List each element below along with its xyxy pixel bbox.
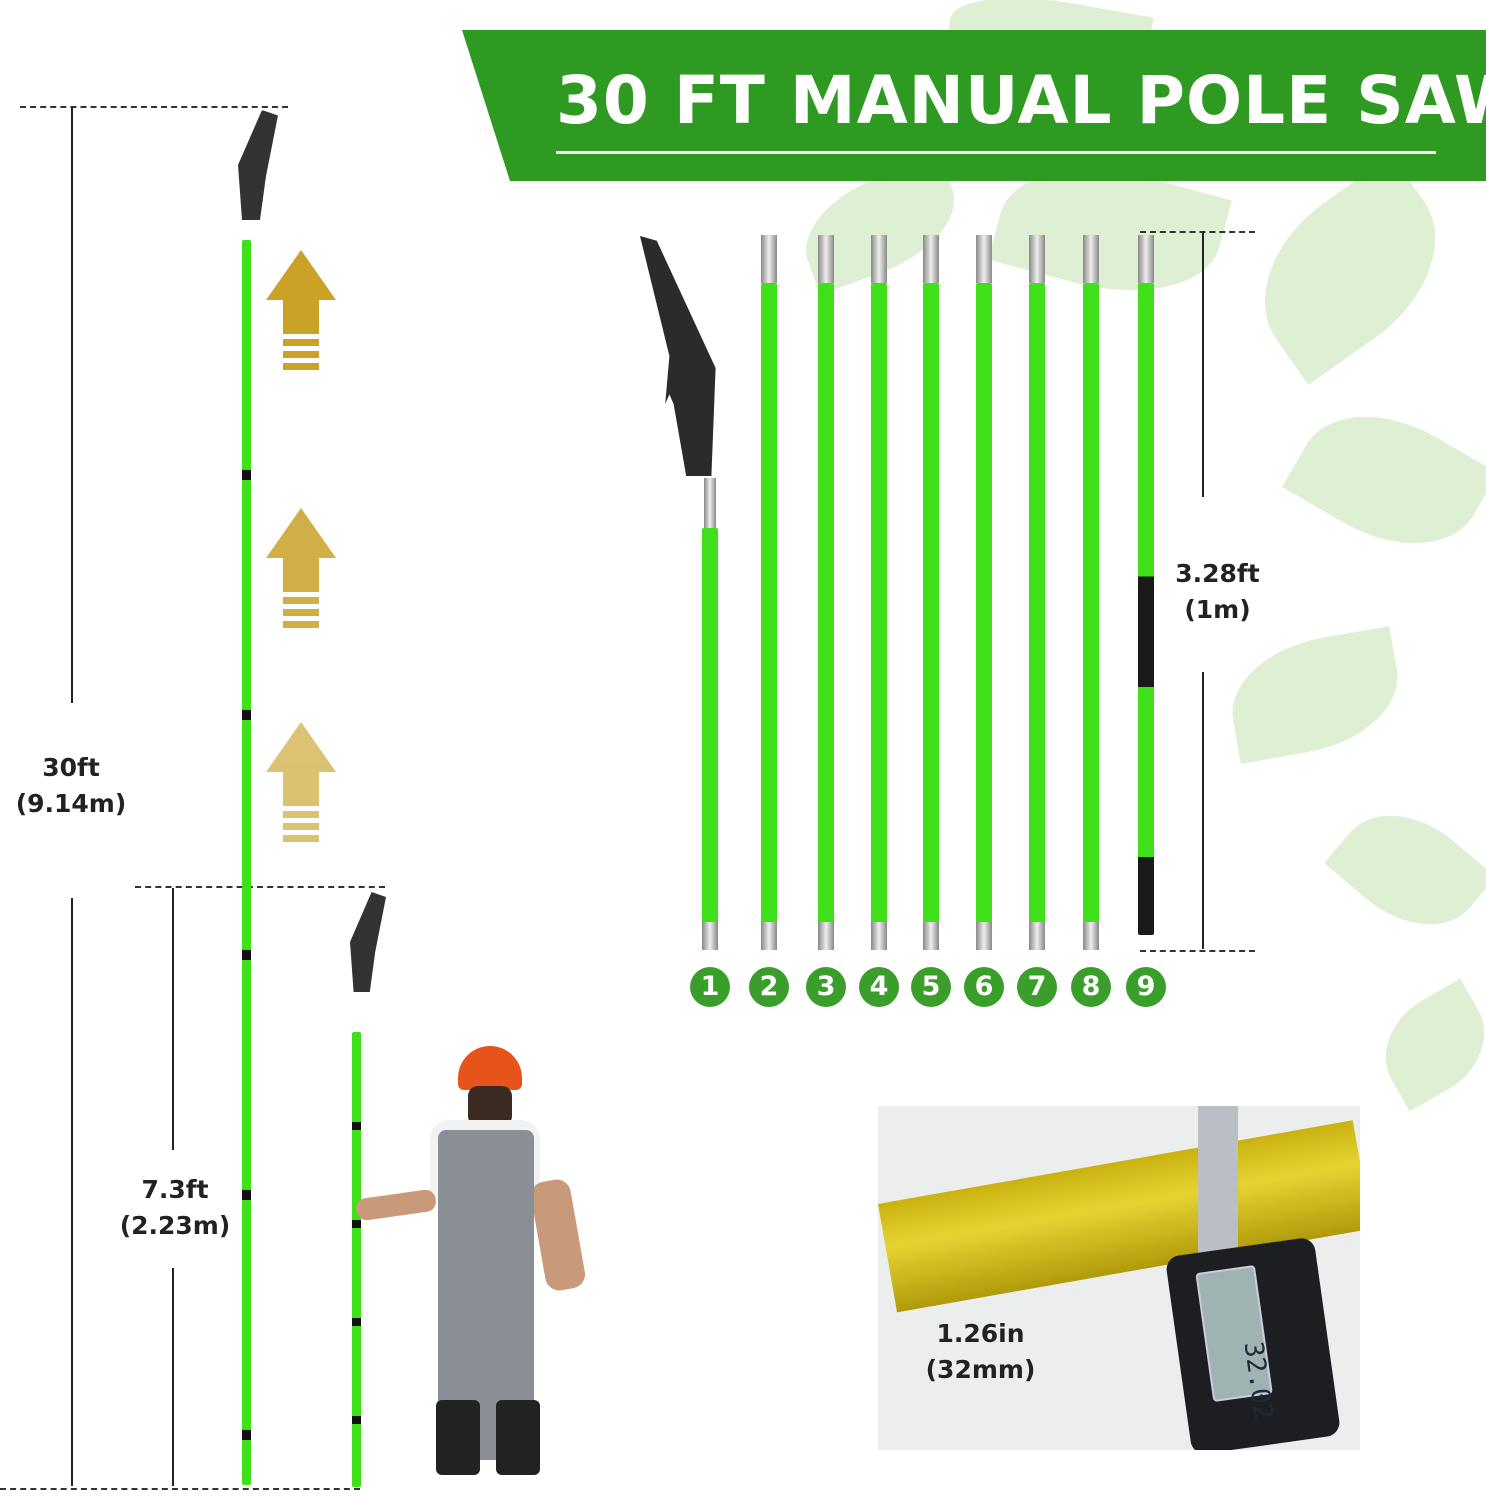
title-underline xyxy=(556,151,1436,154)
saw-blade-extended xyxy=(238,110,278,220)
pole-bottom-cap xyxy=(818,922,834,950)
pole-top-fitting xyxy=(871,235,887,283)
title-banner xyxy=(462,30,1486,181)
pole-bottom-cap xyxy=(1083,922,1099,950)
pole-bottom-cap xyxy=(976,922,992,950)
pole-section xyxy=(976,283,992,935)
pole-top-fitting xyxy=(1083,235,1099,283)
section-dimension-dash-bottom xyxy=(1140,950,1255,952)
saw-blade-collapsed xyxy=(350,892,386,992)
pole-top-fitting xyxy=(923,235,939,283)
pole-bottom-cap xyxy=(1029,922,1045,950)
section-length-ft: 3.28ft xyxy=(1175,559,1260,588)
diameter-photo: 32.02 1.26in (32mm) xyxy=(878,1106,1360,1450)
total-length-label: 30ft (9.14m) xyxy=(0,750,142,822)
section-number-badge: 3 xyxy=(806,967,846,1007)
pole-bottom-cap xyxy=(761,922,777,950)
pole-section xyxy=(761,283,777,935)
diameter-in: 1.26in xyxy=(936,1319,1025,1348)
pole-top-fitting xyxy=(818,235,834,283)
pole-section xyxy=(818,283,834,935)
pole-top-fitting xyxy=(761,235,777,283)
section-number-badge: 1 xyxy=(690,967,730,1007)
section-length-m: (1m) xyxy=(1184,595,1251,624)
section-dimension-line-bottom xyxy=(1202,672,1204,949)
caliper-body: 32.02 xyxy=(1164,1236,1342,1450)
extend-arrow-icon xyxy=(266,250,336,370)
pole-section xyxy=(1029,283,1045,935)
collapsed-length-ft: 7.3ft xyxy=(141,1175,209,1204)
pole-top-fitting xyxy=(976,235,992,283)
section-number-badge: 9 xyxy=(1126,967,1166,1007)
ground-dash xyxy=(0,1488,360,1490)
pole-section xyxy=(1083,283,1099,935)
section-number-badge: 2 xyxy=(749,967,789,1007)
pole-bottom-cap xyxy=(702,922,718,950)
section-dimension-dash-top xyxy=(1140,231,1255,233)
saw-head xyxy=(640,236,716,476)
section-number-badge: 8 xyxy=(1071,967,1111,1007)
collapsed-dimension-dash xyxy=(135,886,385,888)
extended-pole xyxy=(242,240,251,1485)
diameter-label: 1.26in (32mm) xyxy=(908,1316,1053,1388)
diameter-mm: (32mm) xyxy=(925,1355,1036,1384)
pole-section xyxy=(923,283,939,935)
section-number-badge: 6 xyxy=(964,967,1004,1007)
collapsed-length-label: 7.3ft (2.23m) xyxy=(105,1172,245,1244)
pole-bottom-cap xyxy=(923,922,939,950)
total-length-m: (9.14m) xyxy=(15,789,127,818)
total-length-ft: 30ft xyxy=(42,753,100,782)
section-dimension-line-top xyxy=(1202,232,1204,497)
extend-arrow-icon xyxy=(266,722,336,842)
pole-top-fitting xyxy=(1138,235,1154,283)
total-dimension-line-top xyxy=(71,108,73,703)
pole-section xyxy=(702,528,718,935)
pole-section xyxy=(871,283,887,935)
section-length-label: 3.28ft (1m) xyxy=(1160,556,1275,628)
collapsed-length-m: (2.23m) xyxy=(119,1211,231,1240)
collapsed-dimension-line-top xyxy=(172,888,174,1150)
collapsed-dimension-line-bottom xyxy=(172,1268,174,1486)
section-number-badge: 4 xyxy=(859,967,899,1007)
pole-section xyxy=(1138,283,1154,935)
top-dimension-dash xyxy=(20,106,288,108)
extend-arrow-icon xyxy=(266,508,336,628)
page-title: 30 FT MANUAL POLE SAW xyxy=(556,62,1486,139)
collapsed-pole xyxy=(352,1032,361,1487)
total-dimension-line-bottom xyxy=(71,898,73,1486)
pole-bottom-cap xyxy=(871,922,887,950)
section-number-badge: 7 xyxy=(1017,967,1057,1007)
pole-top-fitting xyxy=(704,478,716,528)
pole-top-fitting xyxy=(1029,235,1045,283)
section-number-badge: 5 xyxy=(911,967,951,1007)
